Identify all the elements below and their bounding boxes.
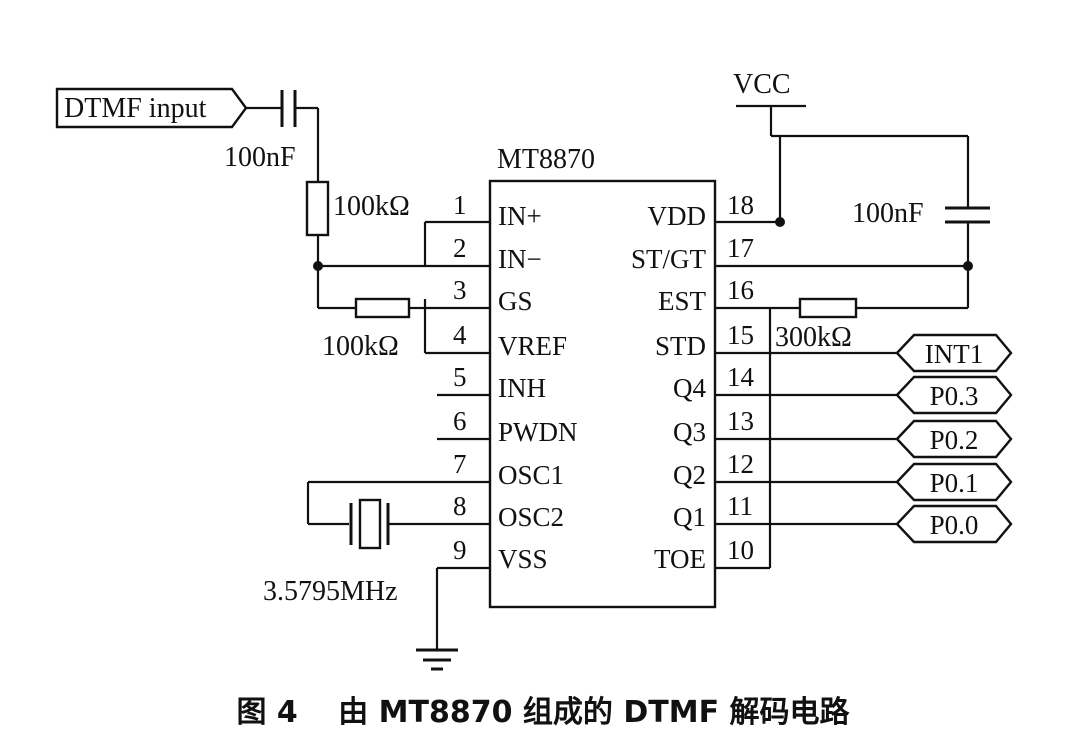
pin-name-q2: Q2 — [673, 460, 706, 490]
pin-name-std: STD — [655, 331, 706, 361]
figure-caption: 图 4 由 MT8870 组成的 DTMF 解码电路 — [236, 695, 850, 730]
pin-name-est: EST — [658, 286, 707, 316]
pin-num-7: 7 — [453, 449, 467, 479]
input-capacitor-label: 100nF — [224, 142, 296, 173]
est-resistor-label: 300kΩ — [775, 322, 852, 353]
vdd-capacitor — [945, 136, 990, 308]
pin-num-14: 14 — [727, 362, 755, 392]
output-tag-p03 — [895, 375, 1013, 415]
pin-name-osc2: OSC2 — [498, 502, 564, 532]
output-tag-p00 — [895, 504, 1013, 544]
input-capacitor — [246, 90, 320, 182]
pin-num-4: 4 — [453, 320, 467, 350]
vcc-label: VCC — [733, 69, 791, 100]
input-resistor — [305, 180, 330, 266]
pin-name-vref: VREF — [498, 331, 567, 361]
pin-num-13: 13 — [727, 406, 754, 436]
pin-num-3: 3 — [453, 275, 467, 305]
pin-name-q3: Q3 — [673, 417, 706, 447]
output-tag-p02 — [895, 419, 1013, 459]
pin-name-q4: Q4 — [673, 373, 706, 403]
pin-name-in-minus: IN− — [498, 244, 542, 274]
left-pins: 1 2 3 4 5 6 7 8 9 IN+ IN− GS VREF INH PW… — [308, 190, 578, 574]
pin-num-16: 16 — [727, 275, 754, 305]
pin-name-pwdn: PWDN — [498, 417, 578, 447]
pin-num-18: 18 — [727, 190, 754, 220]
crystal-oscillator — [306, 482, 390, 550]
pin-name-st-gt: ST/GT — [631, 244, 707, 274]
ground-symbol — [416, 568, 458, 671]
crystal-label: 3.5795MHz — [263, 576, 398, 607]
pin-num-6: 6 — [453, 406, 467, 436]
pin-name-inh: INH — [498, 373, 546, 403]
chip-name: MT8870 — [497, 144, 595, 175]
mt8870-chip — [488, 179, 717, 609]
pin-num-8: 8 — [453, 491, 467, 521]
pin-num-11: 11 — [727, 491, 753, 521]
pin-name-vss: VSS — [498, 544, 548, 574]
output-tag-int1 — [895, 333, 1013, 373]
pin-name-osc1: OSC1 — [498, 460, 564, 490]
vcc-supply — [736, 104, 968, 227]
pin-name-in-plus: IN+ — [498, 201, 542, 231]
output-label-p01: P0.1 — [930, 468, 979, 498]
pin-name-gs: GS — [498, 286, 533, 316]
pin-num-12: 12 — [727, 449, 754, 479]
pin-num-1: 1 — [453, 190, 467, 220]
input-resistor-label: 100kΩ — [333, 191, 410, 222]
pin-name-vdd: VDD — [648, 201, 707, 231]
vdd-capacitor-label: 100nF — [852, 198, 924, 229]
pin-num-10: 10 — [727, 535, 754, 565]
output-label-p00: P0.0 — [930, 510, 979, 540]
pin-num-5: 5 — [453, 362, 467, 392]
pin-name-q1: Q1 — [673, 502, 706, 532]
output-label-p03: P0.3 — [930, 381, 979, 411]
output-label-int1: INT1 — [925, 339, 983, 369]
gs-resistor-label: 100kΩ — [322, 331, 399, 362]
pin-num-9: 9 — [453, 535, 467, 565]
output-tag-p01 — [895, 462, 1013, 502]
output-tags: INT1 P0.3 P0.2 P0.1 P0.0 — [895, 333, 1013, 544]
pin-num-17: 17 — [727, 233, 754, 263]
pin-name-toe: TOE — [654, 544, 706, 574]
dtmf-input-tag: DTMF input — [55, 87, 248, 129]
dtmf-input-label: DTMF input — [64, 93, 207, 124]
gs-resistor — [354, 297, 411, 319]
pin-num-15: 15 — [727, 320, 754, 350]
output-label-p02: P0.2 — [930, 425, 979, 455]
est-resistor — [798, 297, 858, 319]
right-pins: 18 17 16 15 14 13 12 11 10 VDD ST/GT EST… — [631, 190, 968, 574]
pin-num-2: 2 — [453, 233, 467, 263]
